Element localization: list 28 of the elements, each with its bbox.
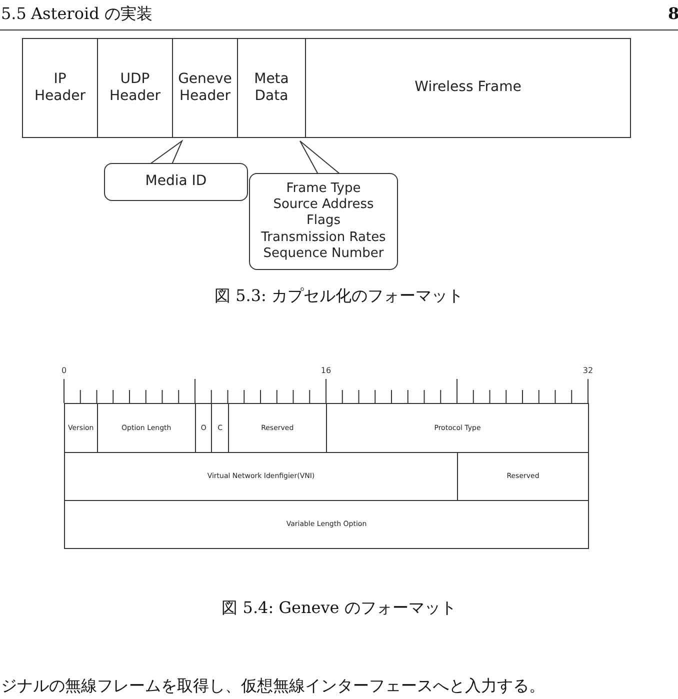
section-number: 5.5 xyxy=(1,4,26,23)
header-field xyxy=(172,38,238,138)
bit-field xyxy=(64,403,98,453)
callout-text: Frame Type xyxy=(286,180,361,198)
callout-text: Source Address xyxy=(273,197,374,214)
callout-text: Sequence Number xyxy=(263,246,384,262)
header-field xyxy=(97,38,173,138)
figure-caption: 図 5.3: カプセル化のフォーマット xyxy=(214,286,464,305)
field-label: UDP Header xyxy=(110,70,160,106)
field-label: Wireless Frame xyxy=(414,79,522,97)
bit-field xyxy=(64,500,589,549)
section-title: Asteroid の実装 xyxy=(31,4,152,25)
header-field xyxy=(237,38,306,138)
callout-text: Transmission Rates xyxy=(261,230,386,246)
figure-caption: 図 5.4: Geneve のフォーマット xyxy=(222,598,456,617)
page-number: 8 xyxy=(668,4,678,23)
field-label: IP Header xyxy=(34,70,86,106)
header-field xyxy=(305,38,631,138)
bit-field xyxy=(326,403,589,453)
callout-text: Flags xyxy=(306,213,341,230)
field-label: Geneve Header xyxy=(177,70,233,106)
bit-position: 32 xyxy=(582,366,594,375)
field-label: Meta Data xyxy=(253,70,290,106)
field-label: Media ID xyxy=(145,173,207,191)
bit-position: 0 xyxy=(61,366,67,375)
bit-position: 16 xyxy=(320,366,332,375)
header-field xyxy=(22,38,98,138)
body-text: ジナルの無線フレームを取得し、仮想無線インターフェースへと入力する。 xyxy=(1,676,545,697)
